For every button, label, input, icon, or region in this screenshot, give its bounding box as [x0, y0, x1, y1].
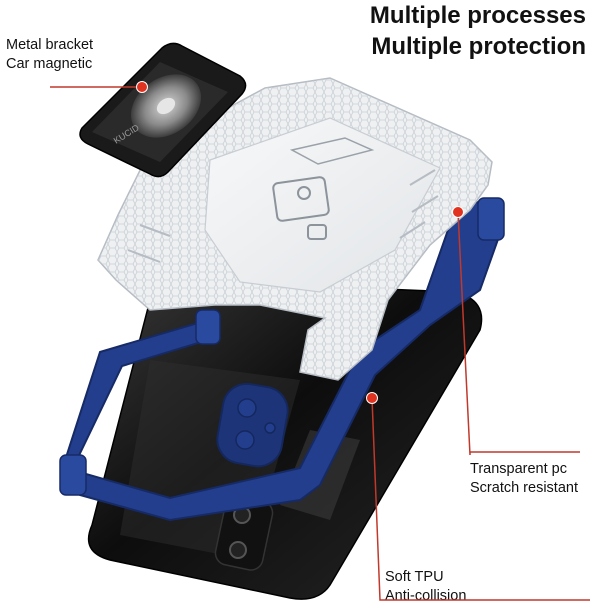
callout-bracket-line-1: Metal bracket: [6, 37, 94, 53]
headline-line-2: Multiple protection: [371, 33, 586, 60]
transparent-pc-shell: [97, 77, 493, 381]
callout-transparent-pc: Transparent pc Scratch resistant: [470, 460, 578, 498]
tpu-bumper: [59, 197, 505, 522]
callout-pc-line-2: Scratch resistant: [470, 480, 578, 496]
indicator-dots: [136, 81, 464, 404]
headline-line-1: Multiple processes: [369, 2, 586, 29]
headline: Multiple processes Multiple protection: [256, 0, 586, 62]
phone-camera-icon: [214, 495, 274, 571]
callout-lines: [50, 86, 590, 601]
bumper-camera-ring-icon: [216, 382, 289, 468]
bracket-magnet-disc-icon: [130, 74, 202, 138]
callout-pc-line-1: Transparent pc: [470, 461, 567, 477]
callout-tpu-line-1: Soft TPU: [385, 569, 444, 585]
callout-bracket-line-2: Car magnetic: [6, 56, 93, 72]
metal-bracket: KUCID: [79, 42, 247, 178]
callout-metal-bracket: Metal bracket Car magnetic: [6, 36, 93, 74]
shell-camera-window-icon: [272, 176, 330, 240]
